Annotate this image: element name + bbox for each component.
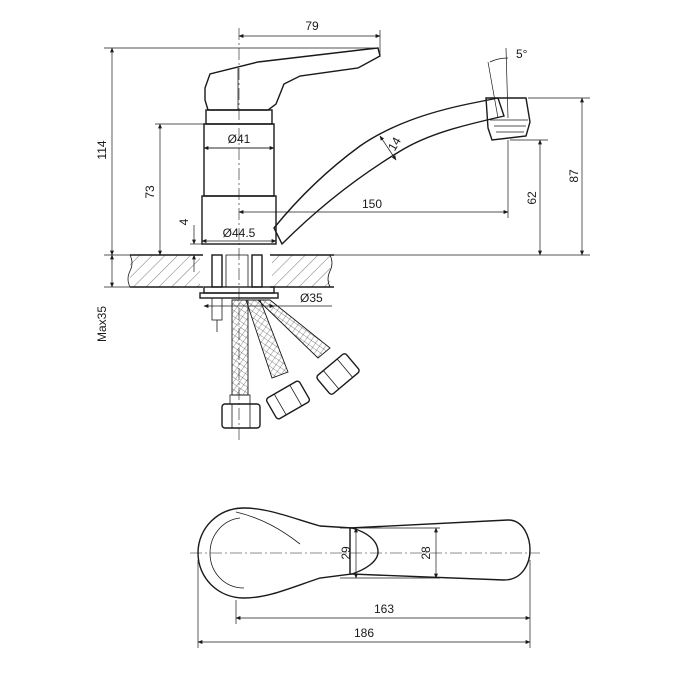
dim-150: 150 xyxy=(362,197,382,211)
lever-handle xyxy=(204,47,381,111)
countertop xyxy=(127,254,334,288)
aerator xyxy=(485,97,531,141)
top-view: 29 28 163 186 xyxy=(190,507,540,648)
dim-163: 163 xyxy=(374,602,394,616)
flexible-hoses xyxy=(221,299,360,429)
dim-186: 186 xyxy=(354,626,374,640)
dim-diameter-44-5: Ø44.5 xyxy=(223,226,256,240)
side-view: 79 114 73 4 Ø41 Ø44.5 150 14 5° xyxy=(95,19,590,440)
dim-diameter-35: Ø35 xyxy=(300,291,323,305)
dim-62: 62 xyxy=(525,191,539,205)
dim-28: 28 xyxy=(419,546,433,560)
dim-73: 73 xyxy=(143,185,157,199)
dim-87: 87 xyxy=(567,169,581,183)
top-view-spout xyxy=(349,519,531,581)
dim-14: 14 xyxy=(385,134,404,153)
spout xyxy=(273,97,505,246)
dim-max35: Max35 xyxy=(95,306,109,342)
dim-diameter-41: Ø41 xyxy=(228,132,251,146)
dim-114: 114 xyxy=(95,140,109,159)
dim-4: 4 xyxy=(177,218,191,225)
dim-5-degree: 5° xyxy=(516,47,528,61)
dim-79: 79 xyxy=(305,19,319,33)
dim-29: 29 xyxy=(339,546,353,560)
